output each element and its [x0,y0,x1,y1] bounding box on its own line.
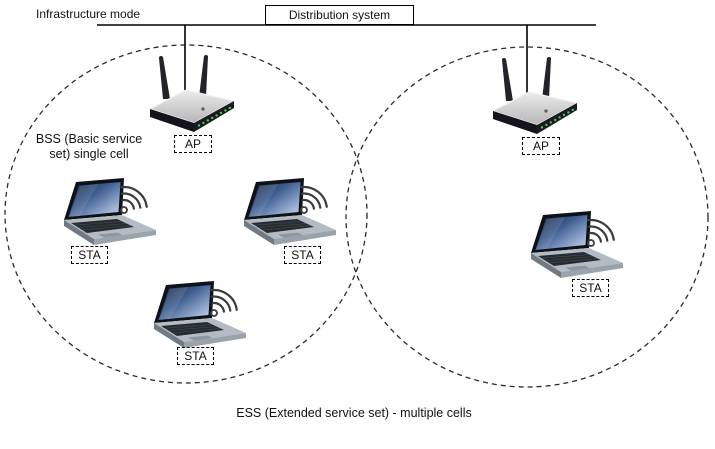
sta-label-2: STA [284,246,321,264]
infrastructure-mode-label: Infrastructure mode [36,7,141,21]
sta-laptop-1 [62,176,158,247]
bss-cell-boundary-left [4,44,368,384]
sta-laptop-4 [529,209,625,280]
ap-label-left: AP [174,135,212,153]
ap-device-left [149,54,235,133]
ap-label-text: AP [184,137,201,151]
bss-cell-boundary-right [345,46,709,388]
sta-label-1: STA [71,246,108,264]
distribution-system-label: Distribution system [288,8,391,22]
sta-laptop-2 [242,176,338,247]
distribution-system-box: Distribution system [265,5,414,25]
sta-label-text: STA [291,248,314,262]
sta-label-3: STA [177,347,214,365]
ess-caption: ESS (Extended service set) - multiple ce… [236,406,472,420]
bss-caption: BSS (Basic service set) single cell [23,132,155,162]
sta-laptop-3 [152,279,248,350]
bss-caption-line2: set) single cell [49,147,129,161]
ap-device-right [492,56,578,135]
ap-label-right: AP [522,137,560,155]
bss-caption-line1: BSS (Basic service [35,132,143,146]
ap-label-text: AP [532,139,549,153]
sta-label-text: STA [78,248,101,262]
sta-label-text: STA [579,281,602,295]
sta-label-text: STA [184,349,207,363]
sta-label-4: STA [572,279,609,297]
